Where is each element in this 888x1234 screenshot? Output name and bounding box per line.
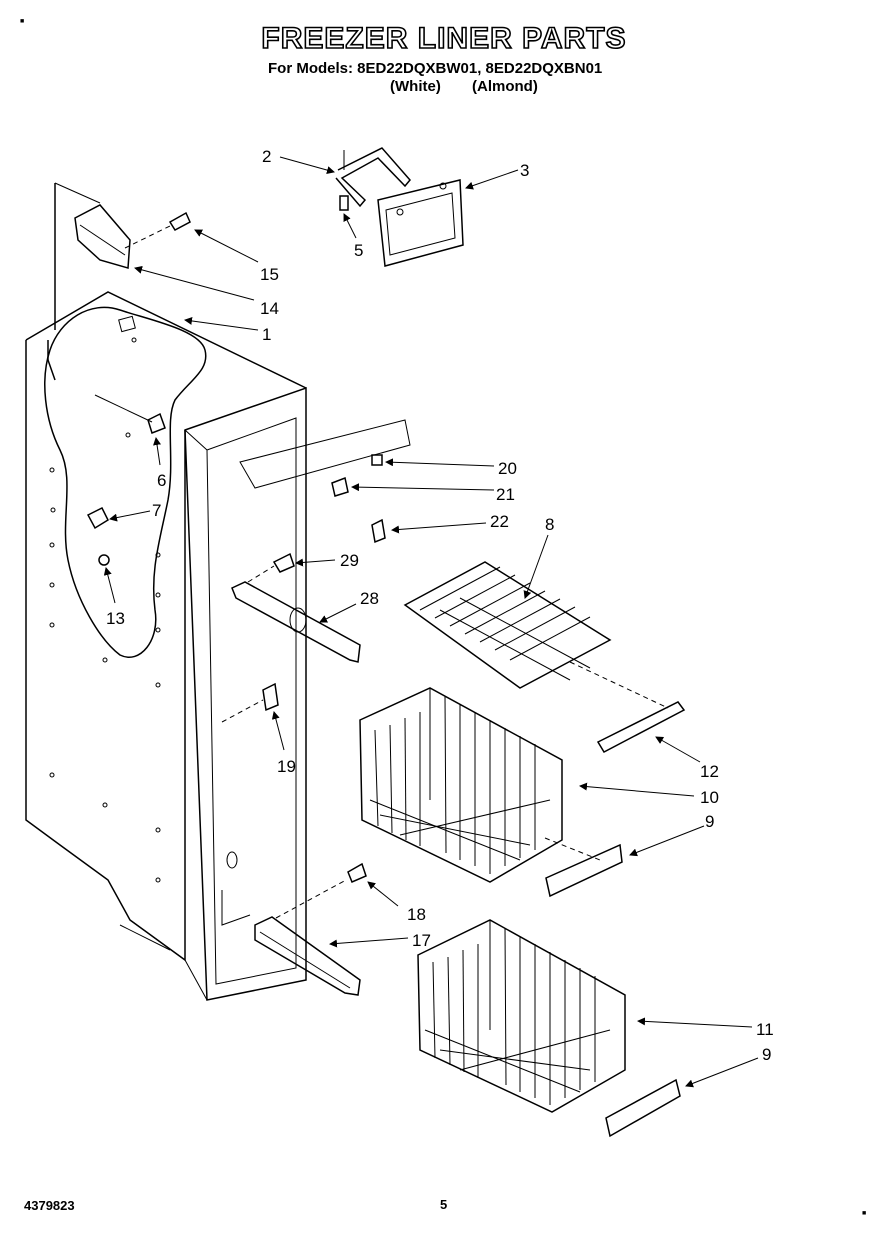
clip-part-6 <box>94 394 166 434</box>
variant-white: (White) <box>390 78 441 95</box>
callout-10: 10 <box>700 788 719 807</box>
part-19 <box>221 682 279 723</box>
cover-part-3 <box>377 179 464 267</box>
callout-17: 17 <box>412 931 431 950</box>
callout-6: 6 <box>157 471 166 490</box>
callout-3: 3 <box>520 161 529 180</box>
callout-21: 21 <box>496 485 515 504</box>
callout-29: 29 <box>340 551 359 570</box>
callout-13: 13 <box>106 609 125 628</box>
clip-part-7 <box>86 506 109 530</box>
screw-part-29 <box>247 552 295 583</box>
callout-28: 28 <box>360 589 379 608</box>
callout-11: 11 <box>756 1020 774 1039</box>
screw-part-15 <box>168 211 191 231</box>
callout-18: 18 <box>407 905 426 924</box>
callout-1: 1 <box>262 325 271 344</box>
trim-part-17 <box>254 916 361 996</box>
callout-19: 19 <box>277 757 296 776</box>
freezer-liner-body <box>25 182 411 1001</box>
callout-9-upper: 9 <box>705 812 714 831</box>
leader-lines <box>103 156 759 1088</box>
wire-basket-part-10 <box>359 687 601 883</box>
screw-part-18 <box>275 862 367 919</box>
callout-12: 12 <box>700 762 719 781</box>
page-number: 5 <box>440 1197 448 1212</box>
corner-registration-mark: ■ <box>862 1210 867 1217</box>
corner-registration-mark: ■ <box>20 18 25 25</box>
callout-2: 2 <box>262 147 271 166</box>
fastener-part-13 <box>98 554 110 566</box>
screw-part-5 <box>339 195 349 211</box>
models-line: For Models: 8ED22DQXBW01, 8ED22DQXBN01 <box>268 60 603 77</box>
basket-cover-part-9-lower <box>605 1078 681 1138</box>
callout-7: 7 <box>152 501 161 520</box>
basket-cover-part-9-upper <box>545 843 623 898</box>
part-20 <box>371 454 383 466</box>
support-part-28 <box>231 581 361 663</box>
part-number: 4379823 <box>24 1198 75 1213</box>
part-22 <box>371 518 386 544</box>
variant-almond: (Almond) <box>472 78 538 95</box>
callout-9-lower: 9 <box>762 1045 771 1064</box>
upper-bracket-part-14 <box>54 204 173 330</box>
callout-22: 22 <box>490 512 509 531</box>
callout-labels: 2 3 5 15 14 1 6 7 13 20 21 22 8 29 28 19… <box>106 147 774 1064</box>
callout-5: 5 <box>354 241 363 260</box>
wire-shelf-part-8 <box>403 561 669 709</box>
callout-8: 8 <box>545 515 554 534</box>
callout-20: 20 <box>498 459 517 478</box>
part-21 <box>331 476 349 497</box>
shelf-rail-part-12 <box>596 701 686 753</box>
hinge-part-2 <box>335 147 411 208</box>
page-title: FREEZER LINER PARTS <box>261 21 627 56</box>
callout-14: 14 <box>260 299 279 318</box>
callout-15: 15 <box>260 265 279 284</box>
wire-basket-part-11 <box>417 919 626 1113</box>
